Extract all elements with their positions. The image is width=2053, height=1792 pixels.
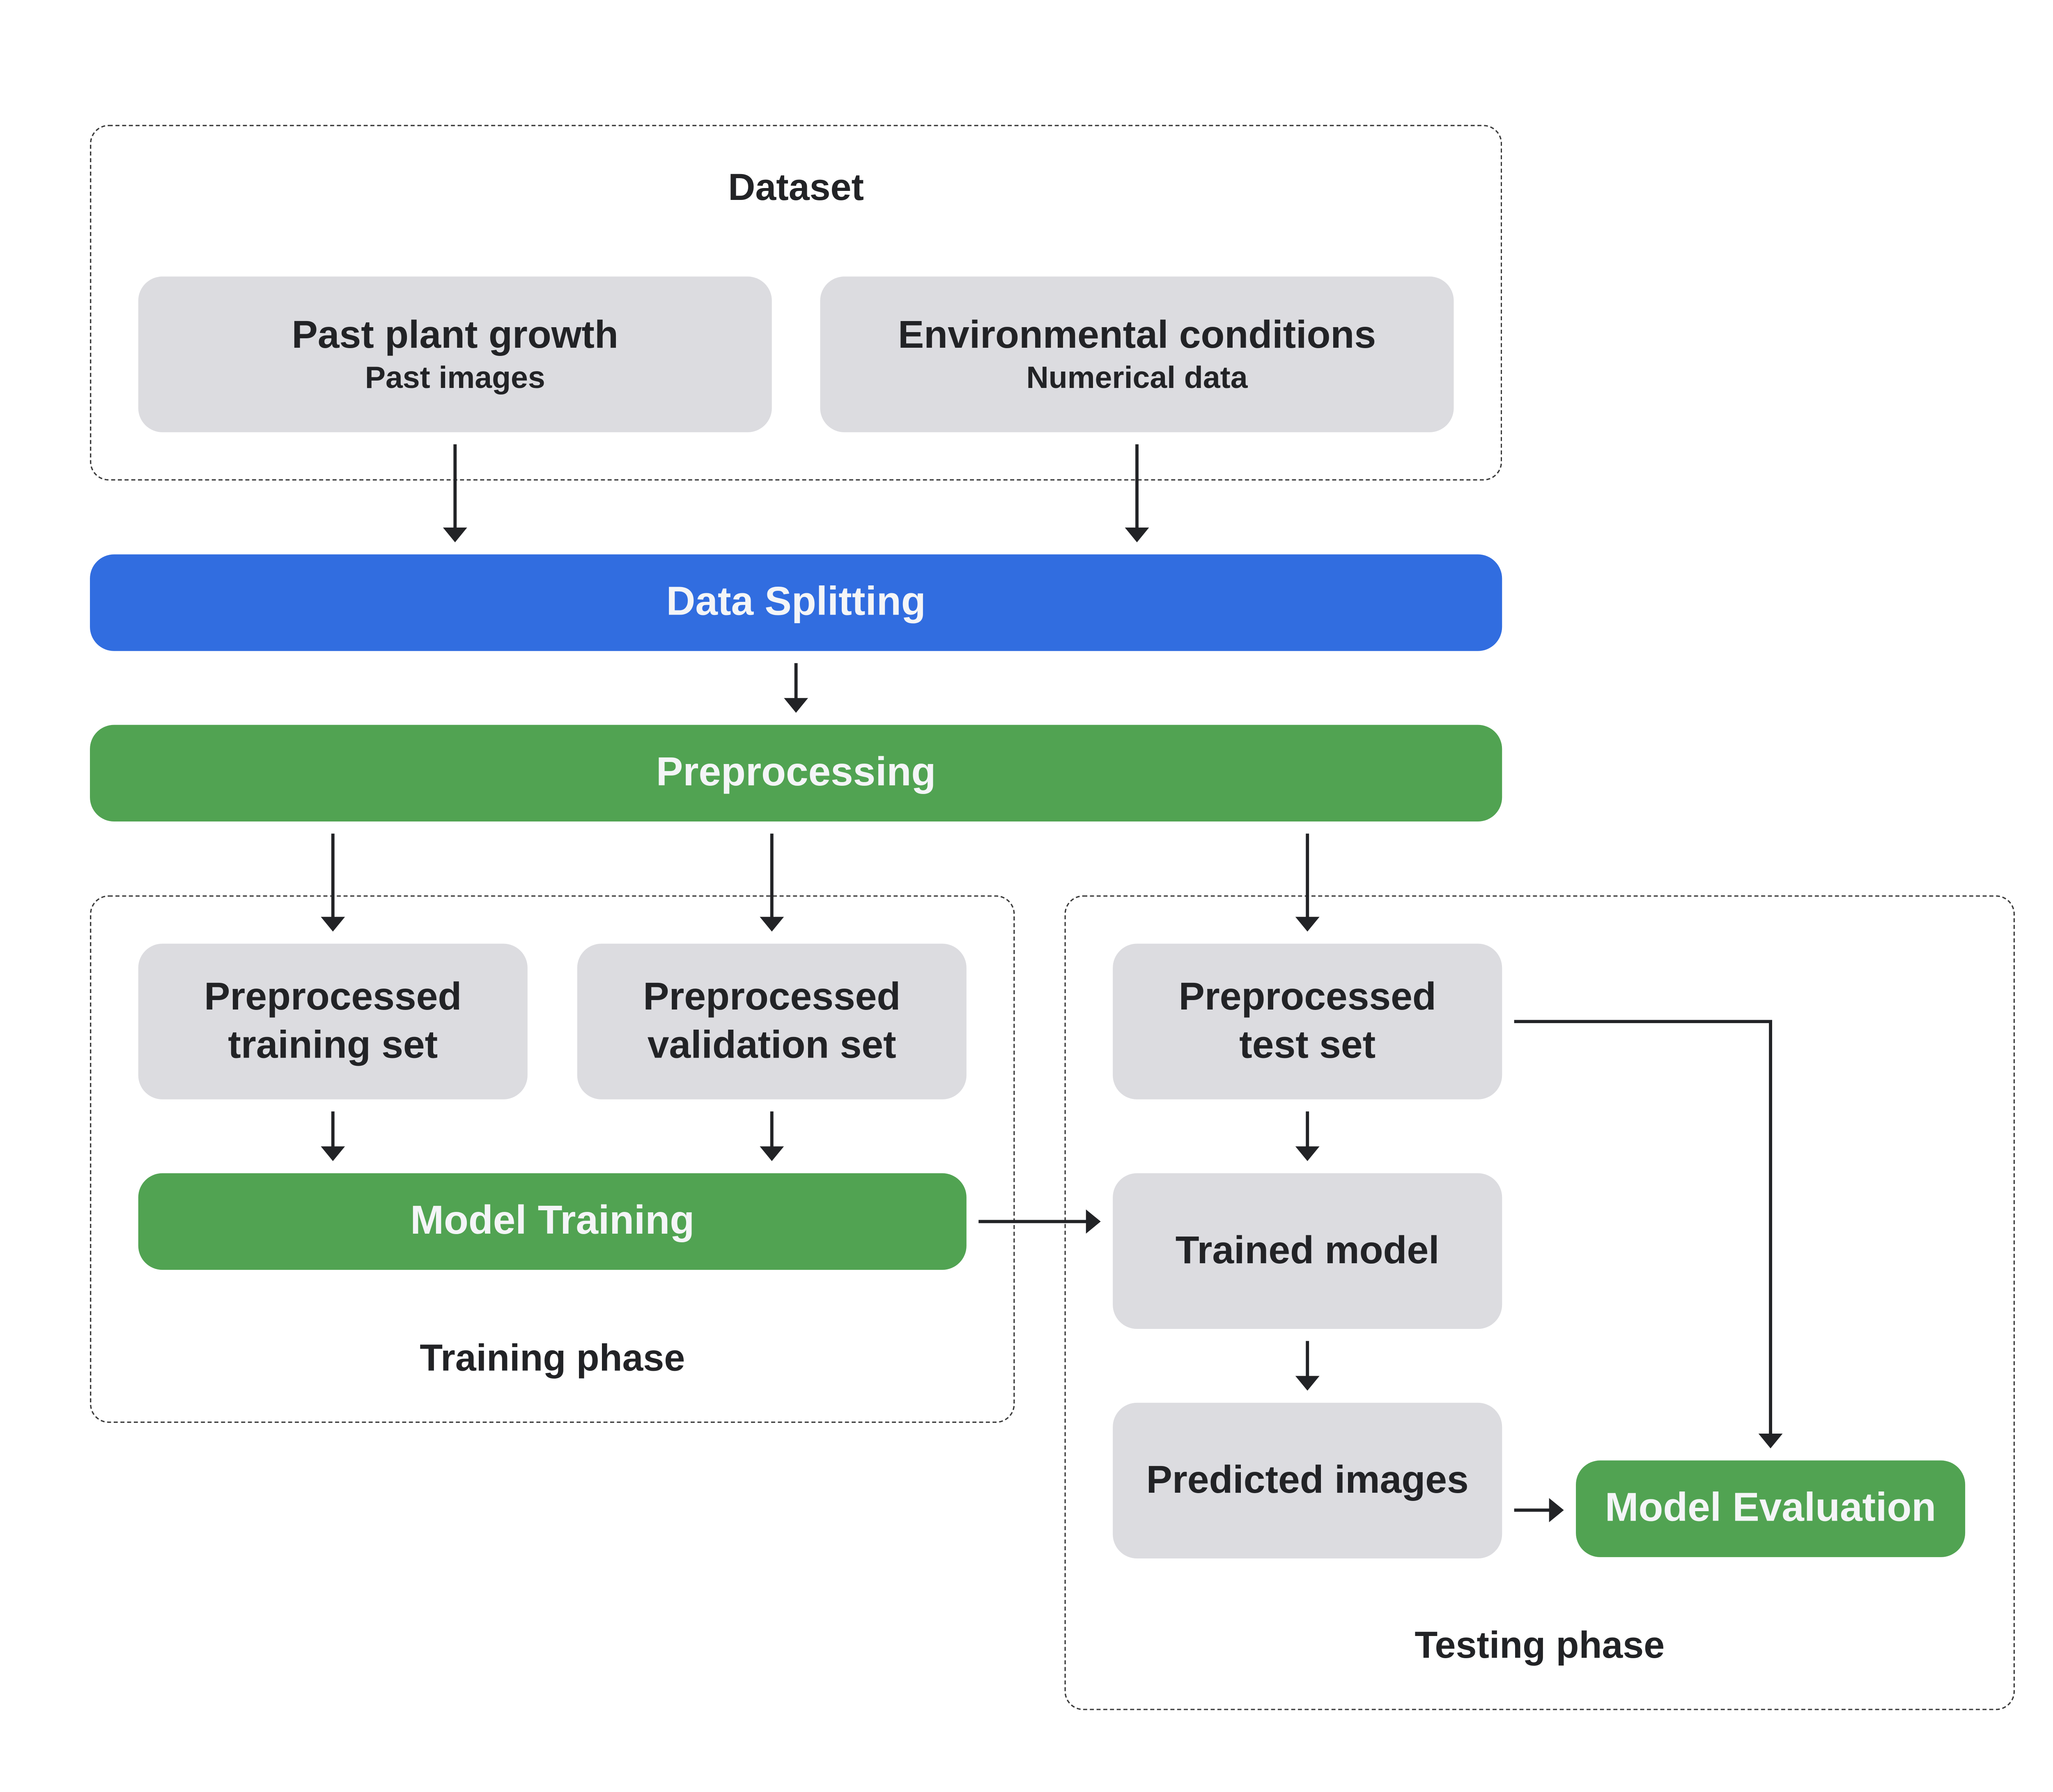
model-evaluation-node[interactable]: Model Evaluation (1576, 1460, 1966, 1557)
arrow-test-set-to-model-evaluation (1514, 1020, 1783, 1449)
arrow-model-training-to-trained-model (978, 1209, 1101, 1234)
data-splitting-label: Data Splitting (666, 580, 926, 625)
dataset-group: Dataset (90, 125, 1502, 481)
arrow-preprocessing-to-training-set (321, 833, 345, 932)
training-phase-group: Training phase (90, 895, 1015, 1423)
training-set-line1: Preprocessed (204, 975, 462, 1019)
preprocessed-validation-set-node[interactable]: Preprocessed validation set (577, 943, 967, 1099)
environmental-conditions-title: Environmental conditions (898, 314, 1376, 357)
arrow-predicted-images-to-model-evaluation (1514, 1498, 1564, 1522)
preprocessed-test-set-node[interactable]: Preprocessed test set (1113, 943, 1502, 1099)
arrow-validation-set-to-model-training (760, 1111, 784, 1161)
environmental-conditions-node[interactable]: Environmental conditions Numerical data (820, 276, 1454, 432)
model-training-node[interactable]: Model Training (138, 1173, 967, 1270)
arrow-preprocessing-to-validation-set (760, 833, 784, 932)
testing-phase-group: Testing phase (1064, 895, 2015, 1710)
arrow-trained-model-to-predicted-images (1295, 1341, 1320, 1391)
test-set-line1: Preprocessed (1178, 975, 1436, 1019)
past-plant-growth-subtitle: Past images (365, 360, 545, 395)
model-training-label: Model Training (410, 1199, 695, 1244)
arrow-preprocessing-to-test-set (1295, 833, 1320, 932)
predicted-images-node[interactable]: Predicted images (1113, 1402, 1502, 1559)
environmental-conditions-subtitle: Numerical data (1026, 360, 1248, 395)
arrow-environment-to-data-splitting (1125, 444, 1149, 542)
past-plant-growth-title: Past plant growth (292, 314, 618, 357)
arrow-training-set-to-model-training (321, 1111, 345, 1161)
trained-model-label: Trained model (1175, 1229, 1440, 1273)
validation-set-line2: validation set (647, 1024, 896, 1067)
arrow-test-set-to-trained-model (1295, 1111, 1320, 1161)
testing-phase-label: Testing phase (1415, 1624, 1665, 1666)
validation-set-line1: Preprocessed (643, 975, 901, 1019)
predicted-images-label: Predicted images (1146, 1459, 1469, 1502)
trained-model-node[interactable]: Trained model (1113, 1173, 1502, 1329)
preprocessed-training-set-node[interactable]: Preprocessed training set (138, 943, 528, 1099)
model-evaluation-label: Model Evaluation (1605, 1486, 1936, 1531)
dataset-group-label: Dataset (728, 166, 864, 208)
preprocessing-node[interactable]: Preprocessing (90, 725, 1502, 822)
training-set-line2: training set (228, 1024, 438, 1067)
arrow-past-growth-to-data-splitting (443, 444, 467, 542)
training-phase-label: Training phase (420, 1337, 685, 1379)
arrow-data-splitting-to-preprocessing (784, 663, 808, 713)
past-plant-growth-node[interactable]: Past plant growth Past images (138, 276, 772, 432)
data-splitting-node[interactable]: Data Splitting (90, 554, 1502, 651)
preprocessing-label: Preprocessing (656, 750, 936, 795)
test-set-line2: test set (1239, 1024, 1376, 1067)
